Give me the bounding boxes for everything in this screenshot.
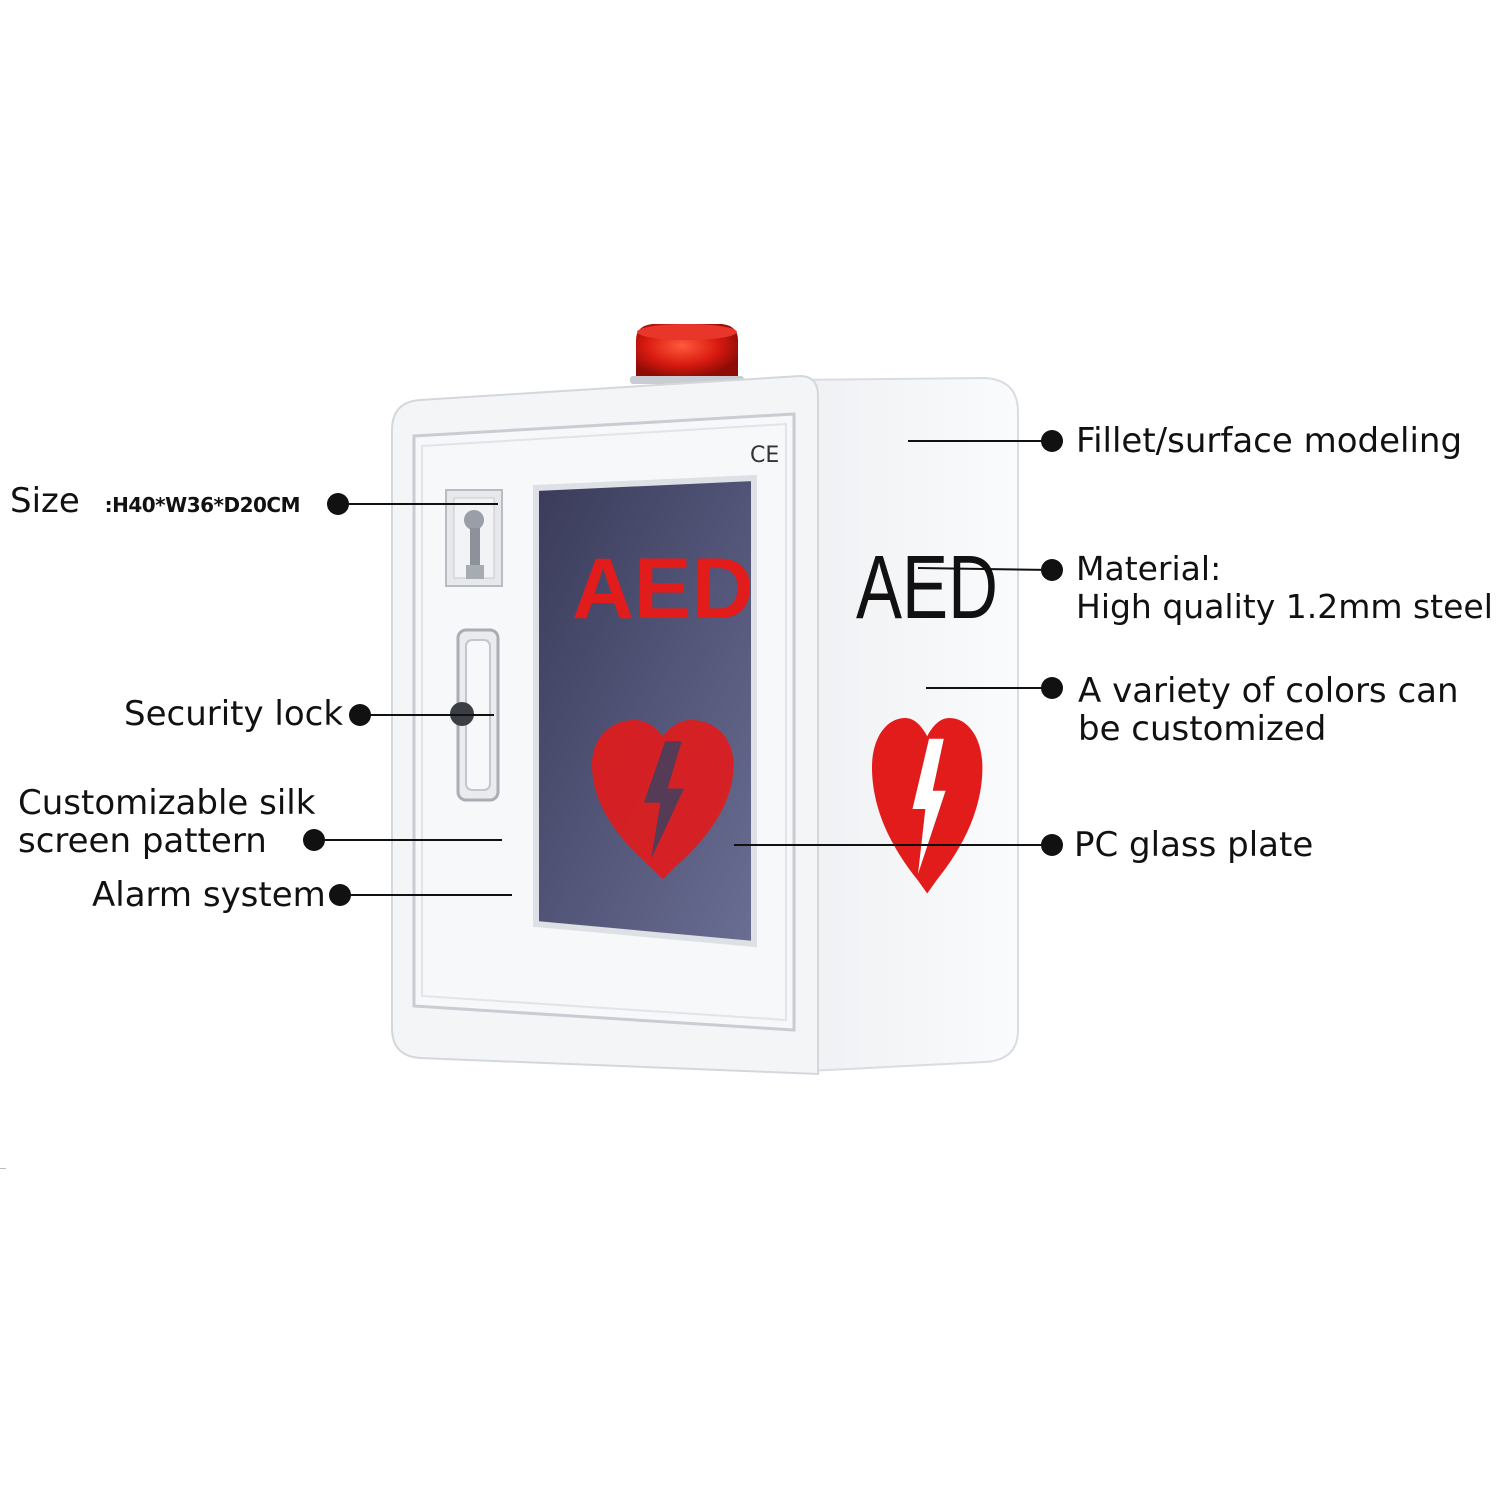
material-line1: Material: bbox=[1076, 549, 1222, 588]
callout-dot-pc-glass bbox=[1041, 834, 1063, 856]
colors-line2: be customized bbox=[1078, 709, 1327, 749]
silk-screen-line2: screen pattern bbox=[18, 821, 267, 861]
callout-dot-alarm bbox=[329, 884, 351, 906]
ce-mark: CE bbox=[750, 443, 779, 468]
material-line2: High quality 1.2mm steel bbox=[1076, 587, 1493, 626]
silk-screen-line1: Customizable silk bbox=[18, 783, 316, 823]
size-label: Size bbox=[10, 481, 80, 521]
security-lock-label: Security lock bbox=[124, 694, 344, 734]
side-heart-icon bbox=[872, 718, 983, 894]
callout-size: Size :H40*W36*D20CM bbox=[10, 481, 301, 524]
key-window bbox=[445, 489, 503, 587]
front-heart-icon bbox=[592, 720, 734, 880]
front-aed-label: AED bbox=[572, 541, 754, 637]
callout-dot-silk-screen bbox=[303, 829, 325, 851]
callout-pc-glass: PC glass plate bbox=[1074, 826, 1313, 864]
callout-silk-screen: Customizable silk screen pattern bbox=[18, 784, 315, 860]
callout-security-lock: Security lock bbox=[124, 695, 343, 733]
colors-line1: A variety of colors can bbox=[1078, 671, 1459, 711]
alarm-light bbox=[630, 324, 744, 384]
side-aed-label: AED bbox=[856, 538, 998, 638]
callout-colors: A variety of colors can be customized bbox=[1078, 672, 1459, 748]
callout-lines bbox=[303, 430, 1063, 906]
fillet-label: Fillet/surface modeling bbox=[1076, 421, 1463, 461]
callout-line-material bbox=[917, 567, 1053, 571]
callout-dot-fillet bbox=[1041, 430, 1063, 452]
size-value: :H40*W36*D20CM bbox=[104, 493, 301, 517]
callout-dot-size bbox=[327, 493, 349, 515]
pc-glass-label: PC glass plate bbox=[1074, 825, 1314, 865]
callout-dot-colors bbox=[1041, 677, 1063, 699]
callout-fillet: Fillet/surface modeling bbox=[1076, 422, 1462, 460]
callout-material: Material: High quality 1.2mm steel bbox=[1076, 550, 1493, 626]
callout-dot-material bbox=[1041, 559, 1063, 581]
edge-mark bbox=[0, 1168, 6, 1169]
alarm-system-label: Alarm system bbox=[92, 875, 326, 915]
callout-dot-security-lock bbox=[349, 704, 371, 726]
callout-alarm-system: Alarm system bbox=[92, 876, 326, 914]
